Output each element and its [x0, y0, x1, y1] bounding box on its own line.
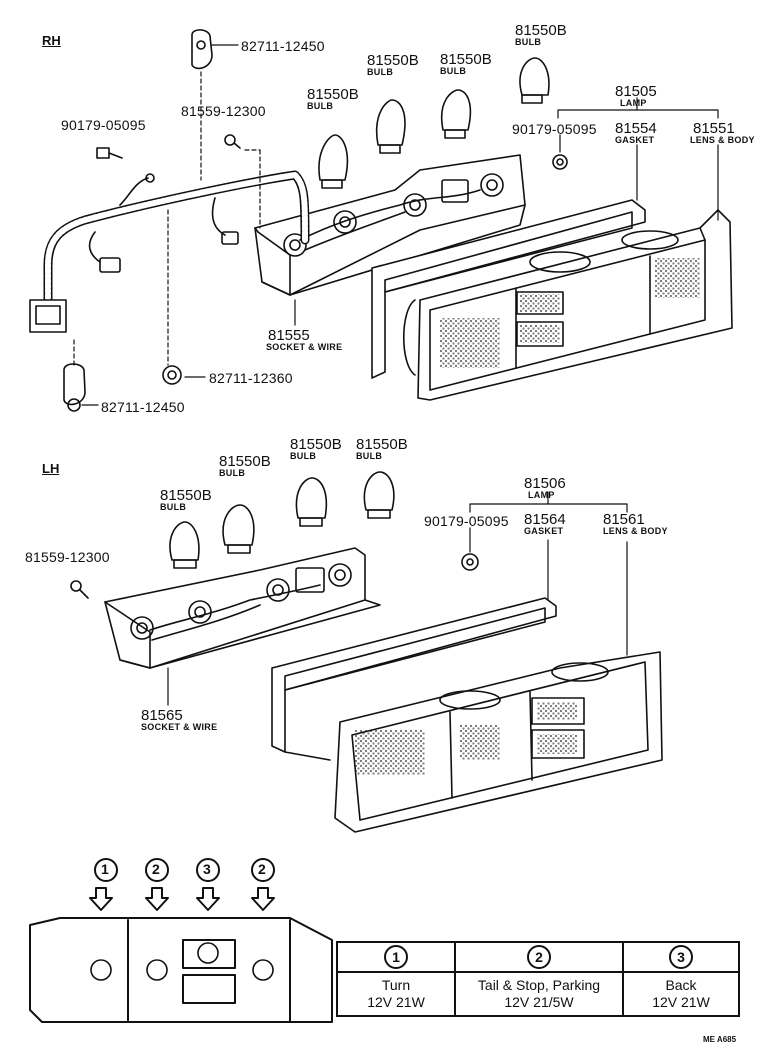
lh-part-81559-12300: 81559-12300 — [25, 549, 110, 565]
rh-bulb3-pn: 81550B — [440, 51, 492, 68]
lh-socket-pn: 81565 — [141, 707, 183, 724]
rh-grommet-82711-12360 — [162, 365, 182, 385]
rh-lens-pn: 81551 — [693, 120, 735, 137]
rh-socket-label: SOCKET & WIRE — [266, 342, 343, 352]
lh-gasket — [271, 597, 557, 761]
bulb-table-head-1: 1 — [336, 941, 456, 973]
rh-screw-90179 — [96, 147, 123, 159]
position-marker-circles — [94, 858, 275, 882]
lh-lens-pn: 81561 — [603, 511, 645, 528]
lamp-position-diagram — [29, 917, 333, 1023]
rh-part-90179-right: 90179-05095 — [512, 121, 597, 137]
lh-nut — [461, 553, 479, 571]
lh-lens-texture — [355, 702, 577, 775]
lh-socket-label: SOCKET & WIRE — [141, 722, 218, 732]
lh-bulb4-label: BULB — [356, 451, 383, 461]
rh-bulb4-label: BULB — [515, 37, 542, 47]
position-marker-1: 1 — [101, 861, 109, 877]
rh-gasket-pn: 81554 — [615, 120, 657, 137]
lh-socket-housing — [104, 547, 381, 669]
position-marker-3: 3 — [203, 861, 211, 877]
rh-bulb1-pn: 81550B — [307, 86, 359, 103]
rh-part-82711-12450-bottom: 82711-12450 — [101, 399, 185, 415]
rh-nut — [552, 154, 568, 170]
rh-lens-texture — [440, 258, 700, 368]
lh-bulb3-label: BULB — [290, 451, 317, 461]
position-arrows — [89, 887, 275, 911]
lh-part-90179: 90179-05095 — [424, 513, 509, 529]
lh-bulb2-label: BULB — [219, 468, 246, 478]
rh-socket-pn: 81555 — [268, 327, 310, 344]
lh-lamp-label: LAMP — [528, 490, 555, 500]
rh-part-82711-12360: 82711-12360 — [209, 370, 293, 386]
rh-bulb2-label: BULB — [367, 67, 394, 77]
lh-bulb1-label: BULB — [160, 502, 187, 512]
section-rh: RH — [42, 33, 61, 48]
rh-lamp-label: LAMP — [620, 98, 647, 108]
lh-gasket-pn: 81564 — [524, 511, 566, 528]
lh-lamp-pn: 81506 — [524, 475, 566, 492]
position-marker-4: 2 — [258, 861, 266, 877]
rh-gasket-label: GASKET — [615, 135, 655, 145]
rh-screw-81559 — [224, 134, 241, 149]
rh-gasket — [371, 199, 646, 379]
rh-lens-label: LENS & BODY — [690, 135, 755, 145]
rh-clip-bottom — [63, 363, 86, 412]
rh-bulbs — [318, 57, 550, 189]
lh-bulbs — [169, 471, 395, 569]
rh-bulb2-pn: 81550B — [367, 52, 419, 69]
figure-code: ME A685 — [703, 1035, 737, 1044]
rh-part-90179-left: 90179-05095 — [61, 117, 146, 133]
rh-lamp-pn: 81505 — [615, 83, 657, 100]
lh-bulb4-pn: 81550B — [356, 436, 408, 453]
rh-part-81559-12300: 81559-12300 — [181, 103, 266, 119]
rh-socket-housing — [254, 154, 526, 296]
rh-bulb3-label: BULB — [440, 66, 467, 76]
rh-clip-top — [191, 29, 213, 70]
rh-bulb4-pn: 81550B — [515, 22, 567, 39]
rh-bulb1-label: BULB — [307, 101, 334, 111]
rh-part-82711-12450-top: 82711-12450 — [241, 38, 325, 54]
lh-bulb2-pn: 81550B — [219, 453, 271, 470]
lh-bulb3-pn: 81550B — [290, 436, 342, 453]
bulb-table-head-3: 3 — [622, 941, 740, 973]
rh-harness — [29, 170, 310, 333]
section-lh: LH — [42, 461, 60, 476]
lh-bulb1-pn: 81550B — [160, 487, 212, 504]
lh-screw-81559 — [70, 580, 89, 599]
lh-lens-label: LENS & BODY — [603, 526, 668, 536]
bulb-table-head-2: 2 — [454, 941, 624, 973]
lh-gasket-label: GASKET — [524, 526, 564, 536]
position-marker-2: 2 — [152, 861, 160, 877]
